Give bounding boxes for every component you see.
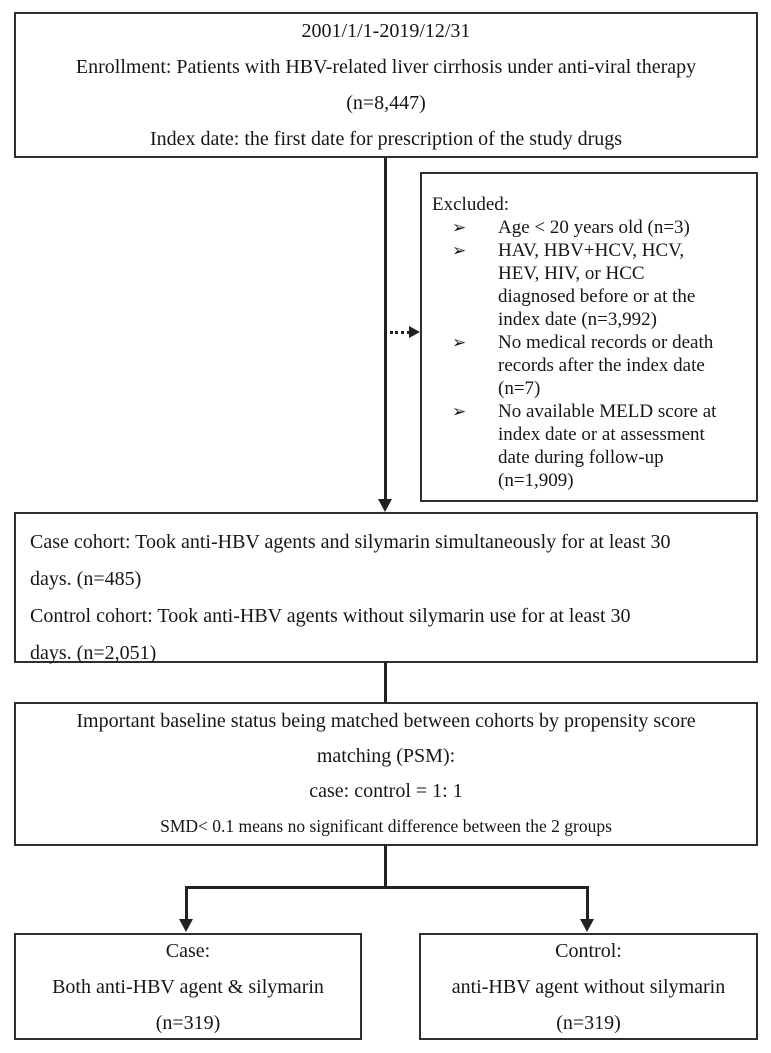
- excluded-item-line: index date or at assessment: [498, 424, 705, 445]
- excluded-item-line: diagnosed before or at the: [498, 286, 696, 307]
- excluded-item-line: records after the index date: [498, 355, 705, 376]
- case-group-count: (n=319): [155, 1011, 221, 1034]
- excluded-title: Excluded:: [432, 194, 510, 215]
- psm-matching-box: Important baseline status being matched …: [14, 702, 758, 846]
- arrowhead-down-icon: [179, 919, 193, 932]
- connector-cohort-to-psm: [384, 661, 387, 704]
- arrow-bullet-icon: ➢: [452, 402, 467, 421]
- connector-enrollment-to-cohort: [384, 158, 387, 500]
- case-cohort-count: days. (n=485): [30, 568, 142, 590]
- case-group-title: Case:: [165, 939, 211, 962]
- excluded-item-no-meld: ➢ No available MELD score at index date …: [432, 400, 752, 492]
- arrow-bullet-icon: ➢: [452, 241, 467, 260]
- excluded-item-line: (n=7): [498, 378, 541, 399]
- psm-ratio-line: case: control = 1: 1: [309, 780, 463, 802]
- excluded-item-age: ➢ Age < 20 years old (n=3): [432, 216, 752, 239]
- index-date-description: Index date: the first date for prescript…: [149, 128, 623, 150]
- arrowhead-right-icon: [409, 326, 420, 338]
- psm-smd-note: SMD< 0.1 means no significant difference…: [160, 816, 612, 836]
- connector-branch-left: [185, 886, 188, 920]
- dashed-connector-to-excluded: [390, 331, 410, 334]
- excluded-item-line: (n=1,909): [498, 470, 574, 491]
- control-cohort-count: days. (n=2,051): [30, 642, 157, 664]
- enrollment-count: (n=8,447): [346, 92, 426, 114]
- excluded-item-line: index date (n=3,992): [498, 309, 657, 330]
- connector-branch-horizontal: [185, 886, 589, 889]
- enrollment-description: Enrollment: Patients with HBV-related li…: [75, 56, 697, 78]
- excluded-item-no-records: ➢ No medical records or death records af…: [432, 331, 752, 400]
- case-group-box: Case: Both anti-HBV agent & silymarin (n…: [14, 933, 362, 1040]
- excluded-item-line: HEV, HIV, or HCC: [498, 263, 645, 284]
- arrow-bullet-icon: ➢: [452, 333, 467, 352]
- arrowhead-down-icon: [378, 499, 392, 512]
- connector-psm-stub: [384, 844, 387, 889]
- cohort-definition-box: Case cohort: Took anti-HBV agents and si…: [14, 512, 758, 664]
- control-group-title: Control:: [555, 939, 622, 962]
- control-group-box: Control: anti-HBV agent without silymari…: [419, 933, 758, 1040]
- control-group-count: (n=319): [556, 1011, 621, 1034]
- arrowhead-down-icon: [580, 919, 594, 932]
- arrow-bullet-icon: ➢: [452, 218, 467, 237]
- enrollment-date-range: 2001/1/1-2019/12/31: [301, 20, 471, 42]
- excluded-box: Excluded: ➢ Age < 20 years old (n=3) ➢ H…: [420, 172, 758, 502]
- excluded-item-line: date during follow-up: [498, 447, 664, 468]
- excluded-item-coinfection: ➢ HAV, HBV+HCV, HCV, HEV, HIV, or HCC di…: [432, 239, 752, 331]
- enrollment-box: 2001/1/1-2019/12/31 Enrollment: Patients…: [14, 12, 758, 158]
- excluded-item-line: Age < 20 years old (n=3): [498, 217, 690, 238]
- control-cohort-line: Control cohort: Took anti-HBV agents wit…: [30, 605, 631, 627]
- connector-branch-right: [586, 886, 589, 920]
- psm-description-line: Important baseline status being matched …: [76, 710, 696, 732]
- case-cohort-line: Case cohort: Took anti-HBV agents and si…: [30, 531, 671, 553]
- excluded-item-line: HAV, HBV+HCV, HCV,: [498, 240, 685, 261]
- excluded-item-line: No available MELD score at: [498, 401, 717, 422]
- psm-description-line: matching (PSM):: [316, 745, 456, 767]
- control-group-description: anti-HBV agent without silymarin: [451, 975, 726, 998]
- case-group-description: Both anti-HBV agent & silymarin: [52, 975, 324, 998]
- excluded-item-line: No medical records or death: [498, 332, 714, 353]
